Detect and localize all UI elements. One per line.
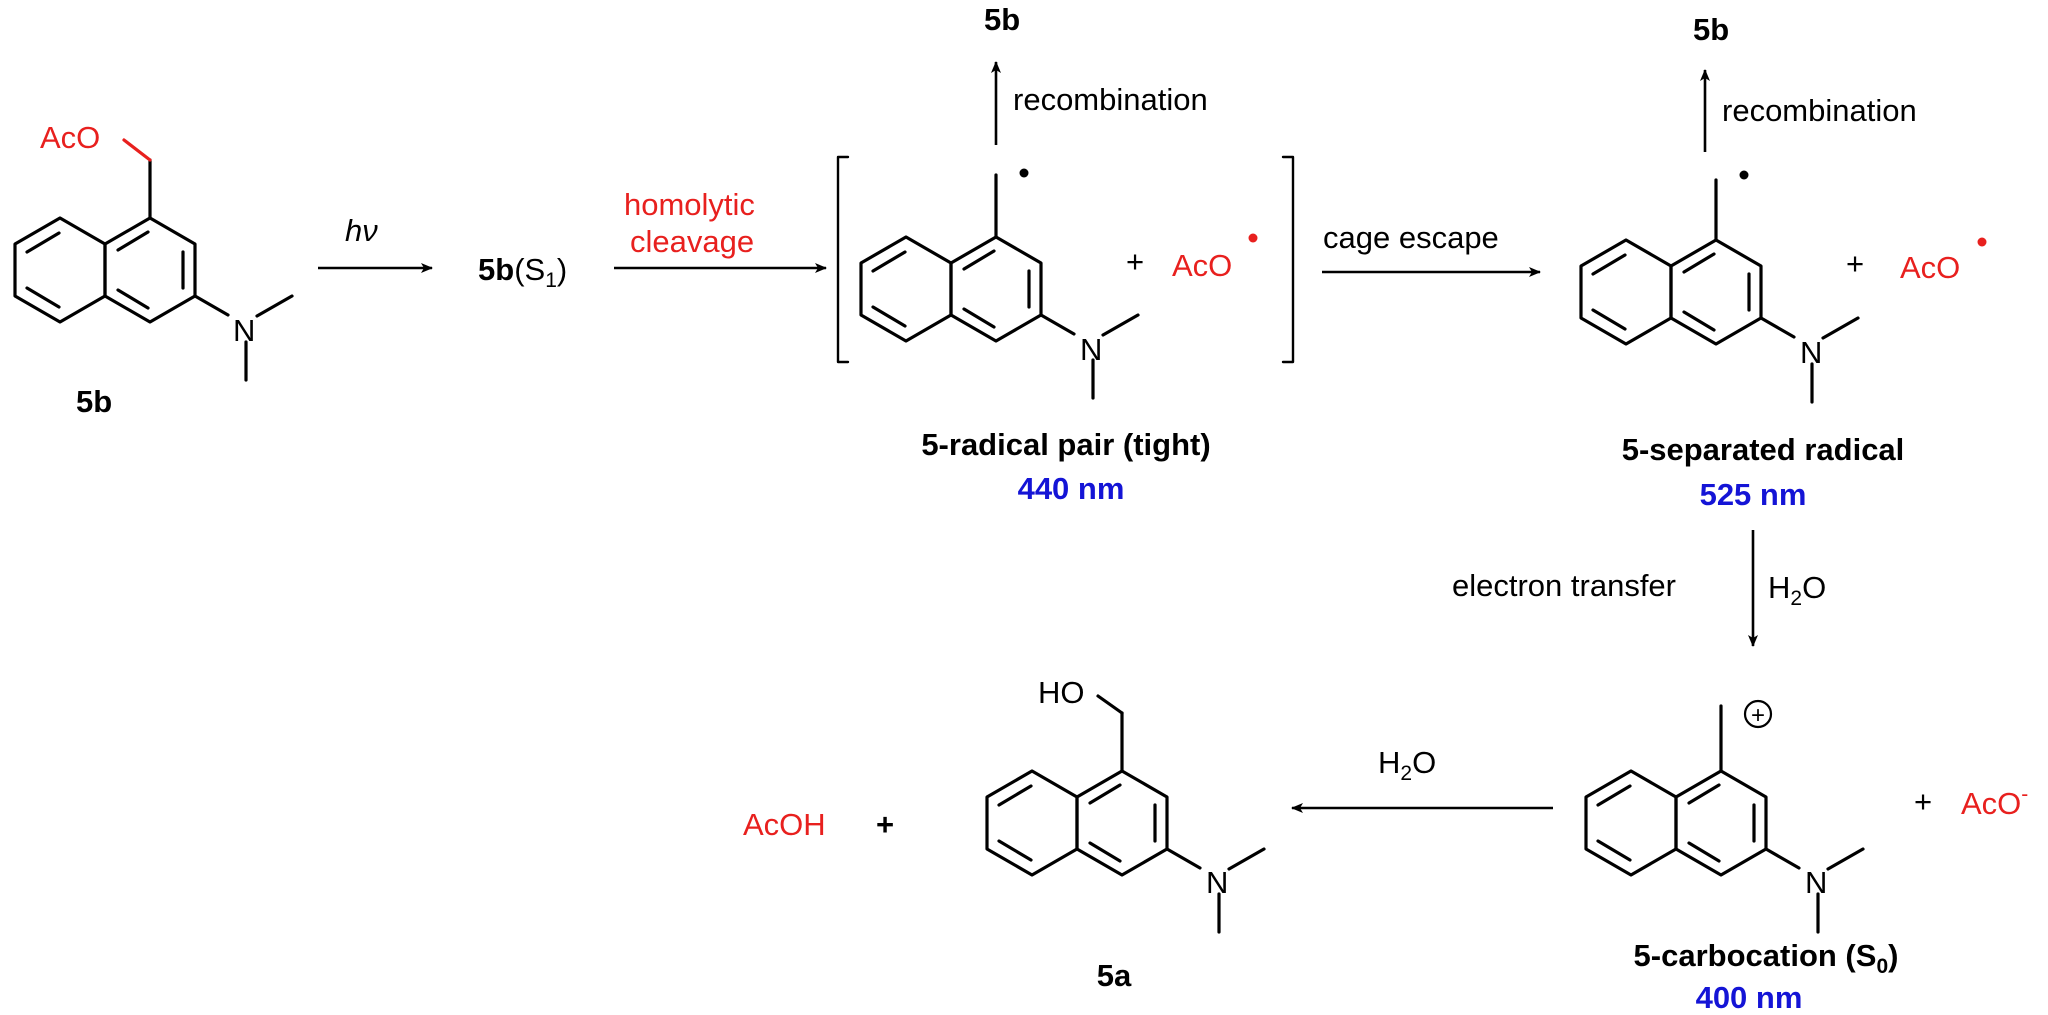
water2-o: O <box>1412 745 1436 780</box>
water1-sub: 2 <box>1790 587 1802 610</box>
radical-dot <box>1019 168 1029 178</box>
product-label-5a: 5a <box>1097 958 1132 993</box>
radical-pair-label: 5-radical pair (tight) <box>921 427 1210 462</box>
water1-o: O <box>1802 570 1826 605</box>
excited-state-open: (S <box>514 252 545 287</box>
naphthalene-5b-start <box>13 138 294 382</box>
separated-plus: + <box>1846 246 1864 281</box>
acetoxy-radical-in-cage: AcO <box>1172 248 1232 283</box>
excited-state-label: 5b(S1) <box>478 252 567 292</box>
compound-label-5b-start: 5b <box>76 384 112 419</box>
acetoxy-group: AcO <box>40 120 100 155</box>
hydroxyl-group: HO <box>1038 675 1085 710</box>
acetoxy-free-radical-dot <box>1977 237 1987 247</box>
water-label-1: H2O <box>1768 570 1826 610</box>
carbocation-wavelength: 400 nm <box>1696 980 1803 1015</box>
naphthalene-5a-product <box>985 694 1266 934</box>
recombination-product-2: 5b <box>1693 12 1729 47</box>
water1-h: H <box>1768 570 1790 605</box>
carbocation-label: 5-carbocation (S0) <box>1634 938 1899 978</box>
separated-radical-label: 5-separated radical <box>1622 432 1905 467</box>
cation-charge-circle <box>1743 699 1773 729</box>
naphthalene-carbocation <box>1584 704 1865 934</box>
acetate-text: AcO <box>1961 786 2021 821</box>
product-nitrogen: N <box>1206 865 1228 900</box>
byproduct-plus: + <box>876 807 894 842</box>
recombination-label-2: recombination <box>1722 93 1917 128</box>
acetoxy-radical-dot <box>1248 233 1258 243</box>
water2-sub: 2 <box>1400 762 1412 785</box>
separated-radical-wavelength: 525 nm <box>1700 477 1807 512</box>
water2-h: H <box>1378 745 1400 780</box>
cation-charge: + <box>1751 702 1765 729</box>
excited-compound: 5b <box>478 252 514 287</box>
amine-nitrogen: N <box>233 313 255 348</box>
excited-state-sub: 1 <box>545 269 557 292</box>
radical-pair-plus: + <box>1126 244 1144 279</box>
water-label-2: H2O <box>1378 745 1436 785</box>
cage-brackets <box>836 155 1295 364</box>
carbocation-plus: + <box>1914 784 1932 819</box>
photon-label: hν <box>345 213 378 248</box>
naphthalene-radical-pair <box>859 173 1140 400</box>
radical-pair-wavelength: 440 nm <box>1018 471 1125 506</box>
radical-pair-nitrogen: N <box>1080 332 1102 367</box>
acetate-anion: AcO- <box>1961 783 2028 821</box>
cleavage-label: cleavage <box>630 224 754 259</box>
naphthalene-separated-radical <box>1579 178 1860 404</box>
cage-escape-label: cage escape <box>1323 220 1499 255</box>
recombination-product-1: 5b <box>984 2 1020 37</box>
recombination-label-1: recombination <box>1013 82 1208 117</box>
carbocation-label-close: ) <box>1888 938 1898 973</box>
excited-state-close: ) <box>557 252 567 287</box>
homolytic-label: homolytic <box>624 187 755 222</box>
acetate-charge: - <box>2021 783 2028 806</box>
carbocation-label-main: 5-carbocation (S <box>1634 938 1877 973</box>
acetic-acid-byproduct: AcOH <box>743 807 826 842</box>
acetoxy-radical-free: AcO <box>1900 250 1960 285</box>
separated-nitrogen: N <box>1800 335 1822 370</box>
separated-radical-dot <box>1739 170 1749 180</box>
carbocation-nitrogen: N <box>1805 865 1827 900</box>
carbocation-label-sub: 0 <box>1876 955 1888 978</box>
electron-transfer-label: electron transfer <box>1452 568 1676 603</box>
